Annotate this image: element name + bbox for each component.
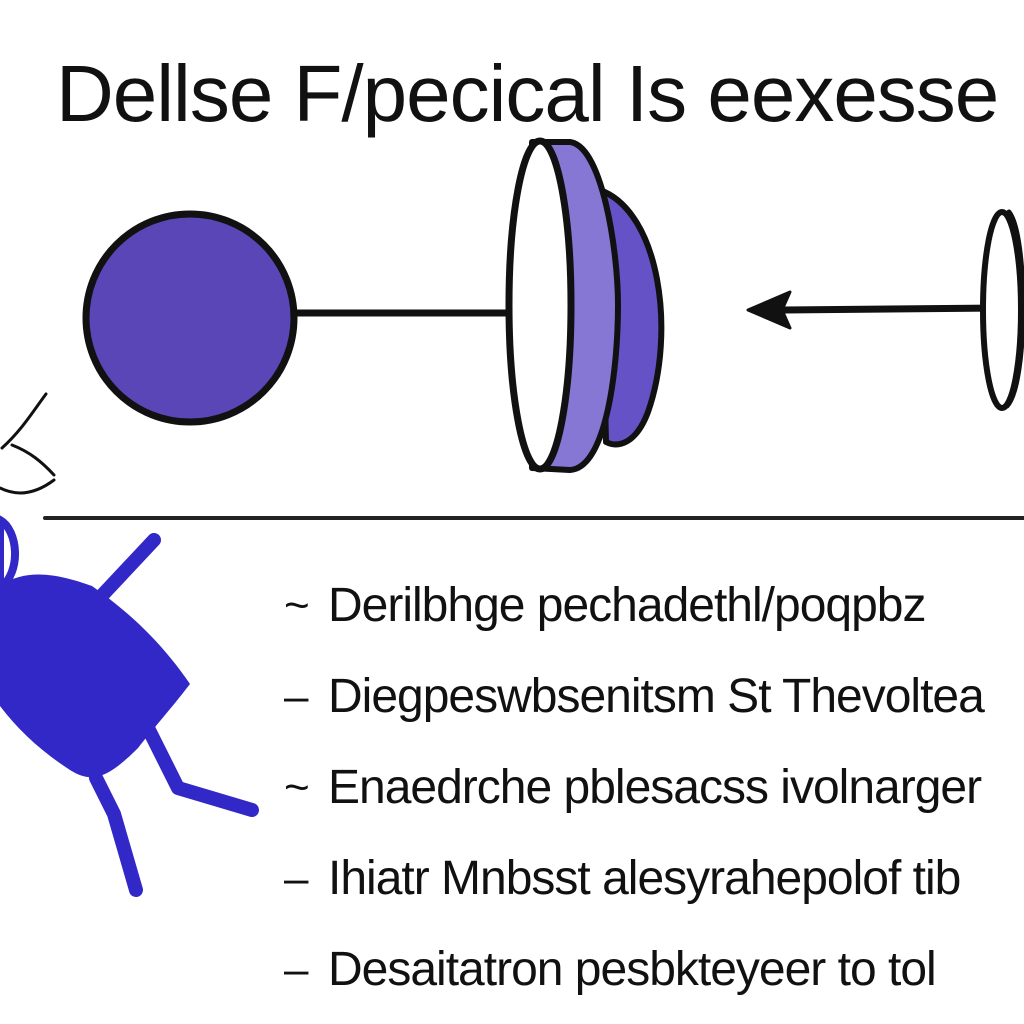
figure-leg-left [89,771,143,897]
bullet-text: Ihiatr Mnbsst alesyrahepolof tib [328,852,961,905]
disc-face [505,137,575,473]
figure-arm-upper [87,533,161,611]
bullet-item: – Diegpeswbsenitsm St Thevoltea [284,653,1024,741]
bullet-marker: – [284,672,309,721]
bullet-list: ~ Derilbhge pechadethl/poqpbz – Diegpesw… [284,562,1024,1017]
figure-head [0,515,19,593]
arrow-left-icon [746,290,792,330]
person-figure-icon [0,392,259,897]
sphere-assembly [82,210,526,426]
bullet-text: Enaedrche pblesacss ivolnarger [328,761,982,814]
bullet-item: – Desaitatron pesbkteyeer to tol [284,926,1024,1014]
bullet-item: – Ihiatr Mnbsst alesyrahepolof tib [284,835,1024,923]
sphere-icon [82,210,298,426]
bullet-marker: ~ [284,763,310,812]
bullet-text: Diegpeswbsenitsm St Thevoltea [328,670,985,723]
bullet-marker: – [284,945,309,994]
figure-motion-lines [0,392,56,495]
page-title: Dellse F/pecical Is eexesse [56,49,999,138]
bullet-text: Desaitatron pesbkteyeer to tol [328,943,937,996]
figure-body [0,574,190,778]
bullet-text: Derilbhge pechadethl/poqpbz [328,579,926,632]
bullet-item: ~ Derilbhge pechadethl/poqpbz [284,562,1024,650]
figure-leg-right [141,721,259,817]
arrow-shaft [780,304,1005,314]
arrow-assembly [746,209,1024,411]
disc-icon [505,137,665,473]
right-disc-rim [1004,209,1024,409]
bullet-marker: – [284,854,309,903]
bullet-item: ~ Enaedrche pblesacss ivolnarger [284,744,1024,832]
bullet-marker: ~ [284,581,310,630]
